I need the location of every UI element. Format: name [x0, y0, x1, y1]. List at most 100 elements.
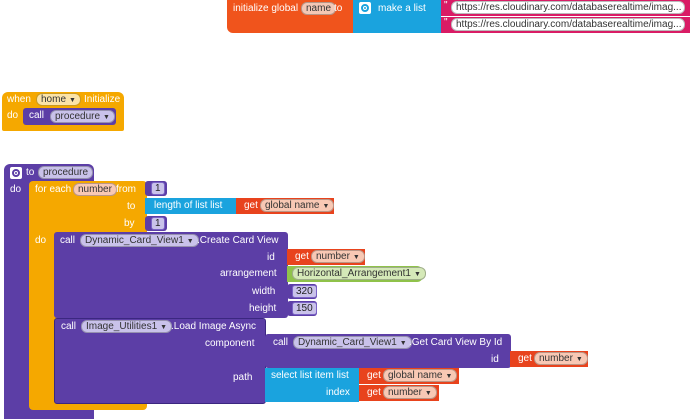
- chevron-down-icon: ▼: [413, 271, 421, 278]
- get-label: get: [244, 200, 258, 211]
- get-number-block-1[interactable]: get number▼: [287, 249, 365, 265]
- by-value-field[interactable]: 1: [151, 217, 165, 230]
- get-number-block-2[interactable]: get number▼: [510, 351, 588, 367]
- screen-name: home: [41, 94, 67, 105]
- chevron-down-icon: ▼: [186, 238, 194, 245]
- chevron-down-icon: ▼: [575, 356, 583, 363]
- number-value: number: [539, 353, 573, 364]
- initialize-global-label: initialize global: [233, 3, 299, 14]
- path-label: path: [233, 372, 253, 383]
- number-value: number: [388, 387, 422, 398]
- width-value-field[interactable]: 320: [292, 285, 317, 298]
- height-label: height: [249, 303, 277, 314]
- get-number-block-3[interactable]: get number▼: [359, 385, 439, 401]
- call-procedure-block[interactable]: call procedure▼: [23, 108, 116, 125]
- do-label: do: [7, 110, 19, 121]
- length-label: length of list list: [154, 200, 223, 211]
- quote-open-icon: ": [444, 17, 448, 28]
- procedure-name-field[interactable]: procedure: [38, 166, 94, 179]
- text-url-block-2[interactable]: " https://res.cloudinary.com/databaserea…: [441, 17, 690, 33]
- to-label: to: [26, 167, 35, 178]
- number-dropdown[interactable]: number▼: [534, 352, 588, 365]
- arrangement-label: arrangement: [220, 268, 277, 279]
- number-dropdown[interactable]: number▼: [311, 250, 365, 263]
- global-name-value: global name: [265, 200, 320, 211]
- width-number-block[interactable]: 320: [287, 284, 317, 299]
- select-label: select list item list: [271, 370, 349, 381]
- make-list-block[interactable]: make a list: [353, 0, 441, 33]
- horizontal-arrangement-block[interactable]: Horizontal_Arrangement1▼: [287, 266, 426, 282]
- chevron-down-icon: ▼: [160, 324, 168, 331]
- id-label: id: [267, 252, 275, 263]
- chevron-down-icon: ▼: [399, 340, 407, 347]
- global-name-dropdown[interactable]: global name▼: [383, 369, 458, 382]
- id-label: id: [491, 354, 499, 365]
- select-list-item-block[interactable]: select list item list index: [265, 368, 359, 402]
- for-each-label: for each: [35, 184, 72, 195]
- global-name-value: global name: [388, 370, 443, 381]
- create-card-view-block[interactable]: call Dynamic_Card_View1▼ .Create Card Vi…: [54, 232, 288, 318]
- global-name-dropdown[interactable]: global name▼: [260, 199, 335, 212]
- from-value-field[interactable]: 1: [151, 182, 165, 195]
- get-label: get: [518, 353, 532, 364]
- arrangement-value: Horizontal_Arrangement1: [297, 268, 411, 279]
- dynamic-card-view-dropdown[interactable]: Dynamic_Card_View1▼: [293, 336, 412, 349]
- method-label: .Load Image Async: [171, 321, 257, 332]
- to-label: to: [334, 3, 343, 14]
- get-card-view-by-id-block[interactable]: call Dynamic_Card_View1▼ .Get Card View …: [265, 334, 511, 368]
- method-label: .Get Card View By Id: [409, 337, 503, 348]
- height-value-field[interactable]: 150: [292, 302, 317, 315]
- procedure-name: procedure: [55, 111, 101, 122]
- url-text-field-1[interactable]: https://res.cloudinary.com/databaserealt…: [451, 1, 685, 14]
- chevron-down-icon: ▼: [352, 254, 360, 261]
- by-label: by: [124, 218, 135, 229]
- url-text-field-2[interactable]: https://res.cloudinary.com/databaserealt…: [451, 18, 685, 31]
- from-number-block[interactable]: 1: [145, 181, 167, 196]
- call-label: call: [29, 110, 45, 121]
- make-list-label: make a list: [378, 3, 426, 14]
- text-url-block-1[interactable]: " https://res.cloudinary.com/databaserea…: [441, 0, 690, 16]
- chevron-down-icon: ▼: [322, 203, 330, 210]
- component-label: component: [205, 338, 255, 349]
- width-label: width: [252, 286, 276, 297]
- procedure-gear-icon[interactable]: [10, 167, 22, 179]
- dynamic-card-view-dropdown[interactable]: Dynamic_Card_View1▼: [80, 234, 199, 247]
- component-name: Dynamic_Card_View1: [85, 235, 184, 246]
- by-number-block[interactable]: 1: [145, 216, 167, 231]
- arrangement-dropdown[interactable]: Horizontal_Arrangement1▼: [292, 267, 426, 280]
- get-label: get: [295, 251, 309, 262]
- component-name: Dynamic_Card_View1: [298, 337, 397, 348]
- call-label: call: [273, 337, 289, 348]
- do-label: do: [10, 184, 22, 195]
- call-label: call: [61, 321, 77, 332]
- get-global-name-block-2[interactable]: get global name▼: [359, 368, 459, 384]
- number-dropdown[interactable]: number▼: [383, 386, 437, 399]
- number-value: number: [316, 251, 350, 262]
- get-global-name-block[interactable]: get global name▼: [236, 198, 335, 214]
- procedure-dropdown[interactable]: procedure▼: [50, 110, 115, 123]
- call-label: call: [60, 235, 76, 246]
- method-label: .Create Card View: [197, 235, 279, 246]
- chevron-down-icon: ▼: [69, 97, 76, 104]
- to-field-label: to: [127, 201, 136, 212]
- index-label: index: [326, 387, 350, 398]
- initialize-global-block[interactable]: initialize global name to: [227, 0, 355, 33]
- image-utilities-dropdown[interactable]: Image_Utilities1▼: [81, 320, 173, 333]
- screen-dropdown[interactable]: home▼: [36, 93, 81, 106]
- event-label: Initialize: [84, 94, 121, 105]
- loop-var-field[interactable]: number: [73, 183, 117, 196]
- chevron-down-icon: ▼: [445, 373, 453, 380]
- when-label: when: [7, 94, 31, 105]
- get-label: get: [367, 387, 381, 398]
- height-number-block[interactable]: 150: [287, 301, 317, 316]
- chevron-down-icon: ▼: [424, 390, 432, 397]
- mutator-gear-icon[interactable]: [359, 2, 371, 14]
- get-label: get: [367, 370, 381, 381]
- load-image-async-block[interactable]: call Image_Utilities1▼ .Load Image Async…: [54, 318, 266, 404]
- from-label: from: [116, 184, 136, 195]
- length-of-list-block[interactable]: length of list list: [145, 198, 237, 214]
- global-var-name-field[interactable]: name: [301, 2, 337, 15]
- component-name: Image_Utilities1: [86, 321, 158, 332]
- quote-open-icon: ": [444, 0, 448, 11]
- chevron-down-icon: ▼: [103, 114, 110, 121]
